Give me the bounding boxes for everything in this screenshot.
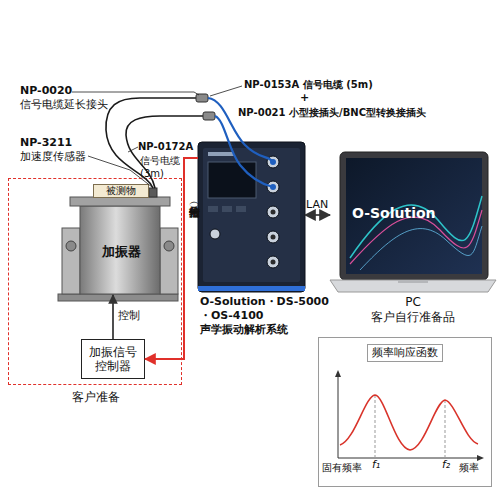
bnc-port bbox=[267, 206, 279, 218]
bnc-port bbox=[210, 229, 220, 239]
screen-wave bbox=[360, 226, 482, 270]
shaker-base bbox=[58, 294, 178, 301]
frf-curve bbox=[340, 395, 478, 450]
analyzer-front-panel bbox=[203, 148, 300, 282]
test-object-box: 被测物 bbox=[93, 184, 149, 198]
part-number: NP-0172A bbox=[138, 140, 193, 153]
laptop-base bbox=[330, 280, 496, 292]
port-pin bbox=[271, 210, 276, 215]
axis-label: 频率 bbox=[459, 461, 479, 474]
trunnion-support bbox=[62, 228, 80, 294]
bnc-port bbox=[267, 156, 279, 168]
analyzer-button bbox=[208, 206, 218, 212]
part-name: 信号电缆延长接头 bbox=[20, 98, 108, 112]
pc-laptop: O-SolutionPC客户自行准备品 bbox=[330, 152, 496, 292]
part-name: 信号电缆 (3m) bbox=[140, 154, 184, 180]
shaker-table bbox=[70, 197, 170, 206]
port-pin bbox=[271, 260, 276, 265]
trunnion-pivot bbox=[164, 241, 174, 251]
product-name: O-Solution・DS-5000 ・OS-4100 bbox=[200, 295, 340, 323]
bnc-adapter bbox=[270, 184, 276, 190]
shaker-node: 加振器 bbox=[81, 207, 161, 295]
extension-connector bbox=[203, 112, 215, 120]
leader-line bbox=[210, 86, 242, 96]
part-number: NP-0020 bbox=[20, 84, 72, 98]
peak-guide bbox=[375, 395, 445, 458]
analyzer-button bbox=[236, 206, 246, 212]
bnc-port bbox=[267, 181, 279, 193]
node-label: PC bbox=[330, 295, 496, 310]
analyzer-housing bbox=[198, 142, 305, 292]
axis-label: 固有频率 bbox=[322, 461, 362, 474]
leader-line bbox=[128, 147, 138, 152]
trunnion-support bbox=[160, 228, 178, 294]
y-axis bbox=[338, 374, 339, 458]
edge-label: LAN bbox=[306, 198, 328, 212]
x-axis bbox=[338, 458, 480, 459]
controller-box: 加振信号控制器 bbox=[81, 339, 145, 379]
part-number: NP-3211 bbox=[20, 136, 72, 150]
trunnion-pivot bbox=[66, 241, 76, 251]
node-label: 被测物 bbox=[94, 185, 148, 197]
axis-arrow bbox=[335, 370, 341, 377]
lan-link bbox=[305, 214, 330, 216]
screen-wave bbox=[350, 196, 482, 258]
axis-arrow bbox=[477, 455, 484, 461]
shaker-body bbox=[80, 206, 160, 294]
bnc-port bbox=[267, 256, 279, 268]
plus-sign: + bbox=[300, 91, 309, 105]
signal-cable bbox=[215, 116, 273, 187]
part-name: 加速度传感器 bbox=[20, 150, 86, 164]
bnc-port bbox=[267, 231, 279, 243]
accelerometer bbox=[149, 188, 157, 197]
sweep-signal-line bbox=[145, 158, 198, 359]
analyzer-display bbox=[208, 162, 256, 198]
product-description: 声学振动解析系统 bbox=[200, 323, 288, 337]
chart-panel: 频率响应函数固有频率 f₁ f₂ 频率 bbox=[318, 337, 492, 487]
control-arrow bbox=[112, 295, 114, 339]
edge-label: 控制 bbox=[118, 309, 140, 323]
part-number: NP-0153A 信号电缆 (5m) bbox=[244, 78, 373, 91]
laptop-notch bbox=[398, 280, 428, 283]
screen-text: O-Solution bbox=[352, 204, 436, 222]
sensor-cable bbox=[126, 116, 203, 188]
laptop-screen bbox=[346, 158, 482, 274]
node-label: 加振信号控制器 bbox=[87, 345, 139, 373]
analyzer-logo-bar bbox=[208, 152, 234, 156]
leader-line bbox=[72, 92, 199, 95]
node-note: 客户自行准备品 bbox=[330, 310, 496, 325]
axis-tick: f₂ bbox=[442, 458, 450, 472]
part-number: NP-0021 小型接插头/BNC型转换接插头 bbox=[238, 106, 426, 119]
region-heading: 客户准备 bbox=[9, 389, 183, 405]
node-label: 加振器 bbox=[81, 243, 161, 260]
customer-region: 客户准备被测物加振器加振信号控制器 bbox=[8, 178, 182, 385]
laptop-bezel bbox=[340, 152, 488, 280]
analyzer-button bbox=[222, 206, 232, 212]
bnc-adapter bbox=[270, 159, 276, 165]
port-pin bbox=[271, 235, 276, 240]
analyzer-stripe bbox=[198, 286, 305, 291]
extension-connector bbox=[196, 94, 208, 102]
axis-tick: f₁ bbox=[372, 458, 380, 472]
chart-title: 频率响应函数 bbox=[367, 344, 443, 362]
sensor-cable bbox=[106, 98, 196, 188]
analyzer-unit: O-Solution・DS-5000 ・OS-4100声学振动解析系统 bbox=[198, 142, 305, 292]
